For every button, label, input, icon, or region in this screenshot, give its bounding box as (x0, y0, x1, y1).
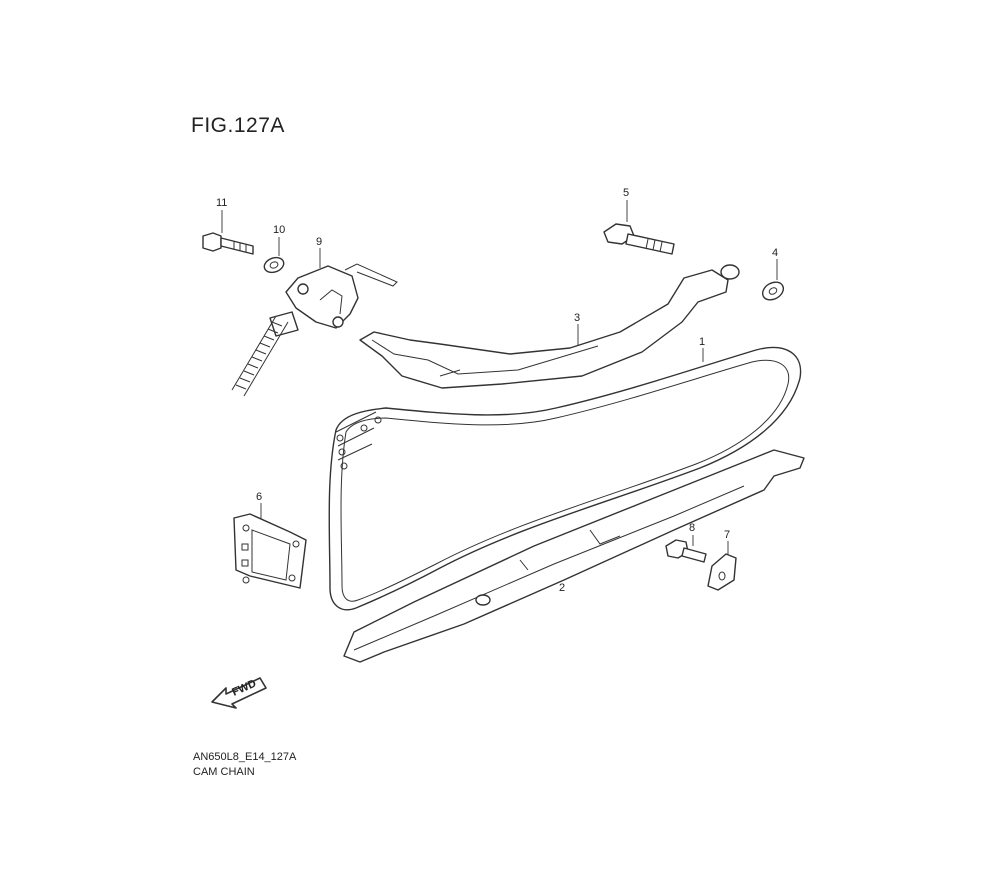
figure-title: FIG.127A (191, 114, 285, 137)
figure-footer: AN650L8_E14_127A CAM CHAIN (193, 750, 296, 780)
part-5-bolt[interactable]: 5 (603, 187, 675, 255)
callout-9: 9 (316, 236, 322, 248)
part-1-cam-chain[interactable]: 1 (328, 336, 802, 611)
callout-5: 5 (623, 187, 629, 199)
part-4-washer[interactable]: 4 (759, 247, 786, 303)
part-3-tensioner-arm[interactable]: 3 (359, 264, 740, 389)
part-10-washer[interactable]: 10 (262, 224, 286, 275)
forward-arrow-icon: FWD (211, 677, 267, 709)
part-11-bolt[interactable]: 11 (202, 197, 254, 255)
part-8-bolt[interactable]: 8 (665, 522, 707, 563)
callout-4: 4 (772, 247, 778, 259)
callout-6: 6 (256, 491, 262, 503)
part-9-tensioner-adjuster[interactable]: 9 (231, 236, 398, 397)
callout-10: 10 (273, 224, 285, 236)
callout-3: 3 (574, 312, 580, 324)
callout-1: 1 (699, 336, 705, 348)
part-6-gasket[interactable]: 6 (233, 491, 307, 589)
figure-name: CAM CHAIN (193, 766, 255, 778)
callout-11: 11 (216, 197, 227, 209)
callout-2: 2 (559, 582, 565, 594)
part-2-chain-guide[interactable]: 2 (343, 449, 805, 663)
part-7-clamp[interactable]: 7 (707, 529, 737, 591)
callout-7: 7 (724, 529, 730, 541)
figure-code: AN650L8_E14_127A (193, 751, 297, 763)
callout-8: 8 (689, 522, 695, 534)
